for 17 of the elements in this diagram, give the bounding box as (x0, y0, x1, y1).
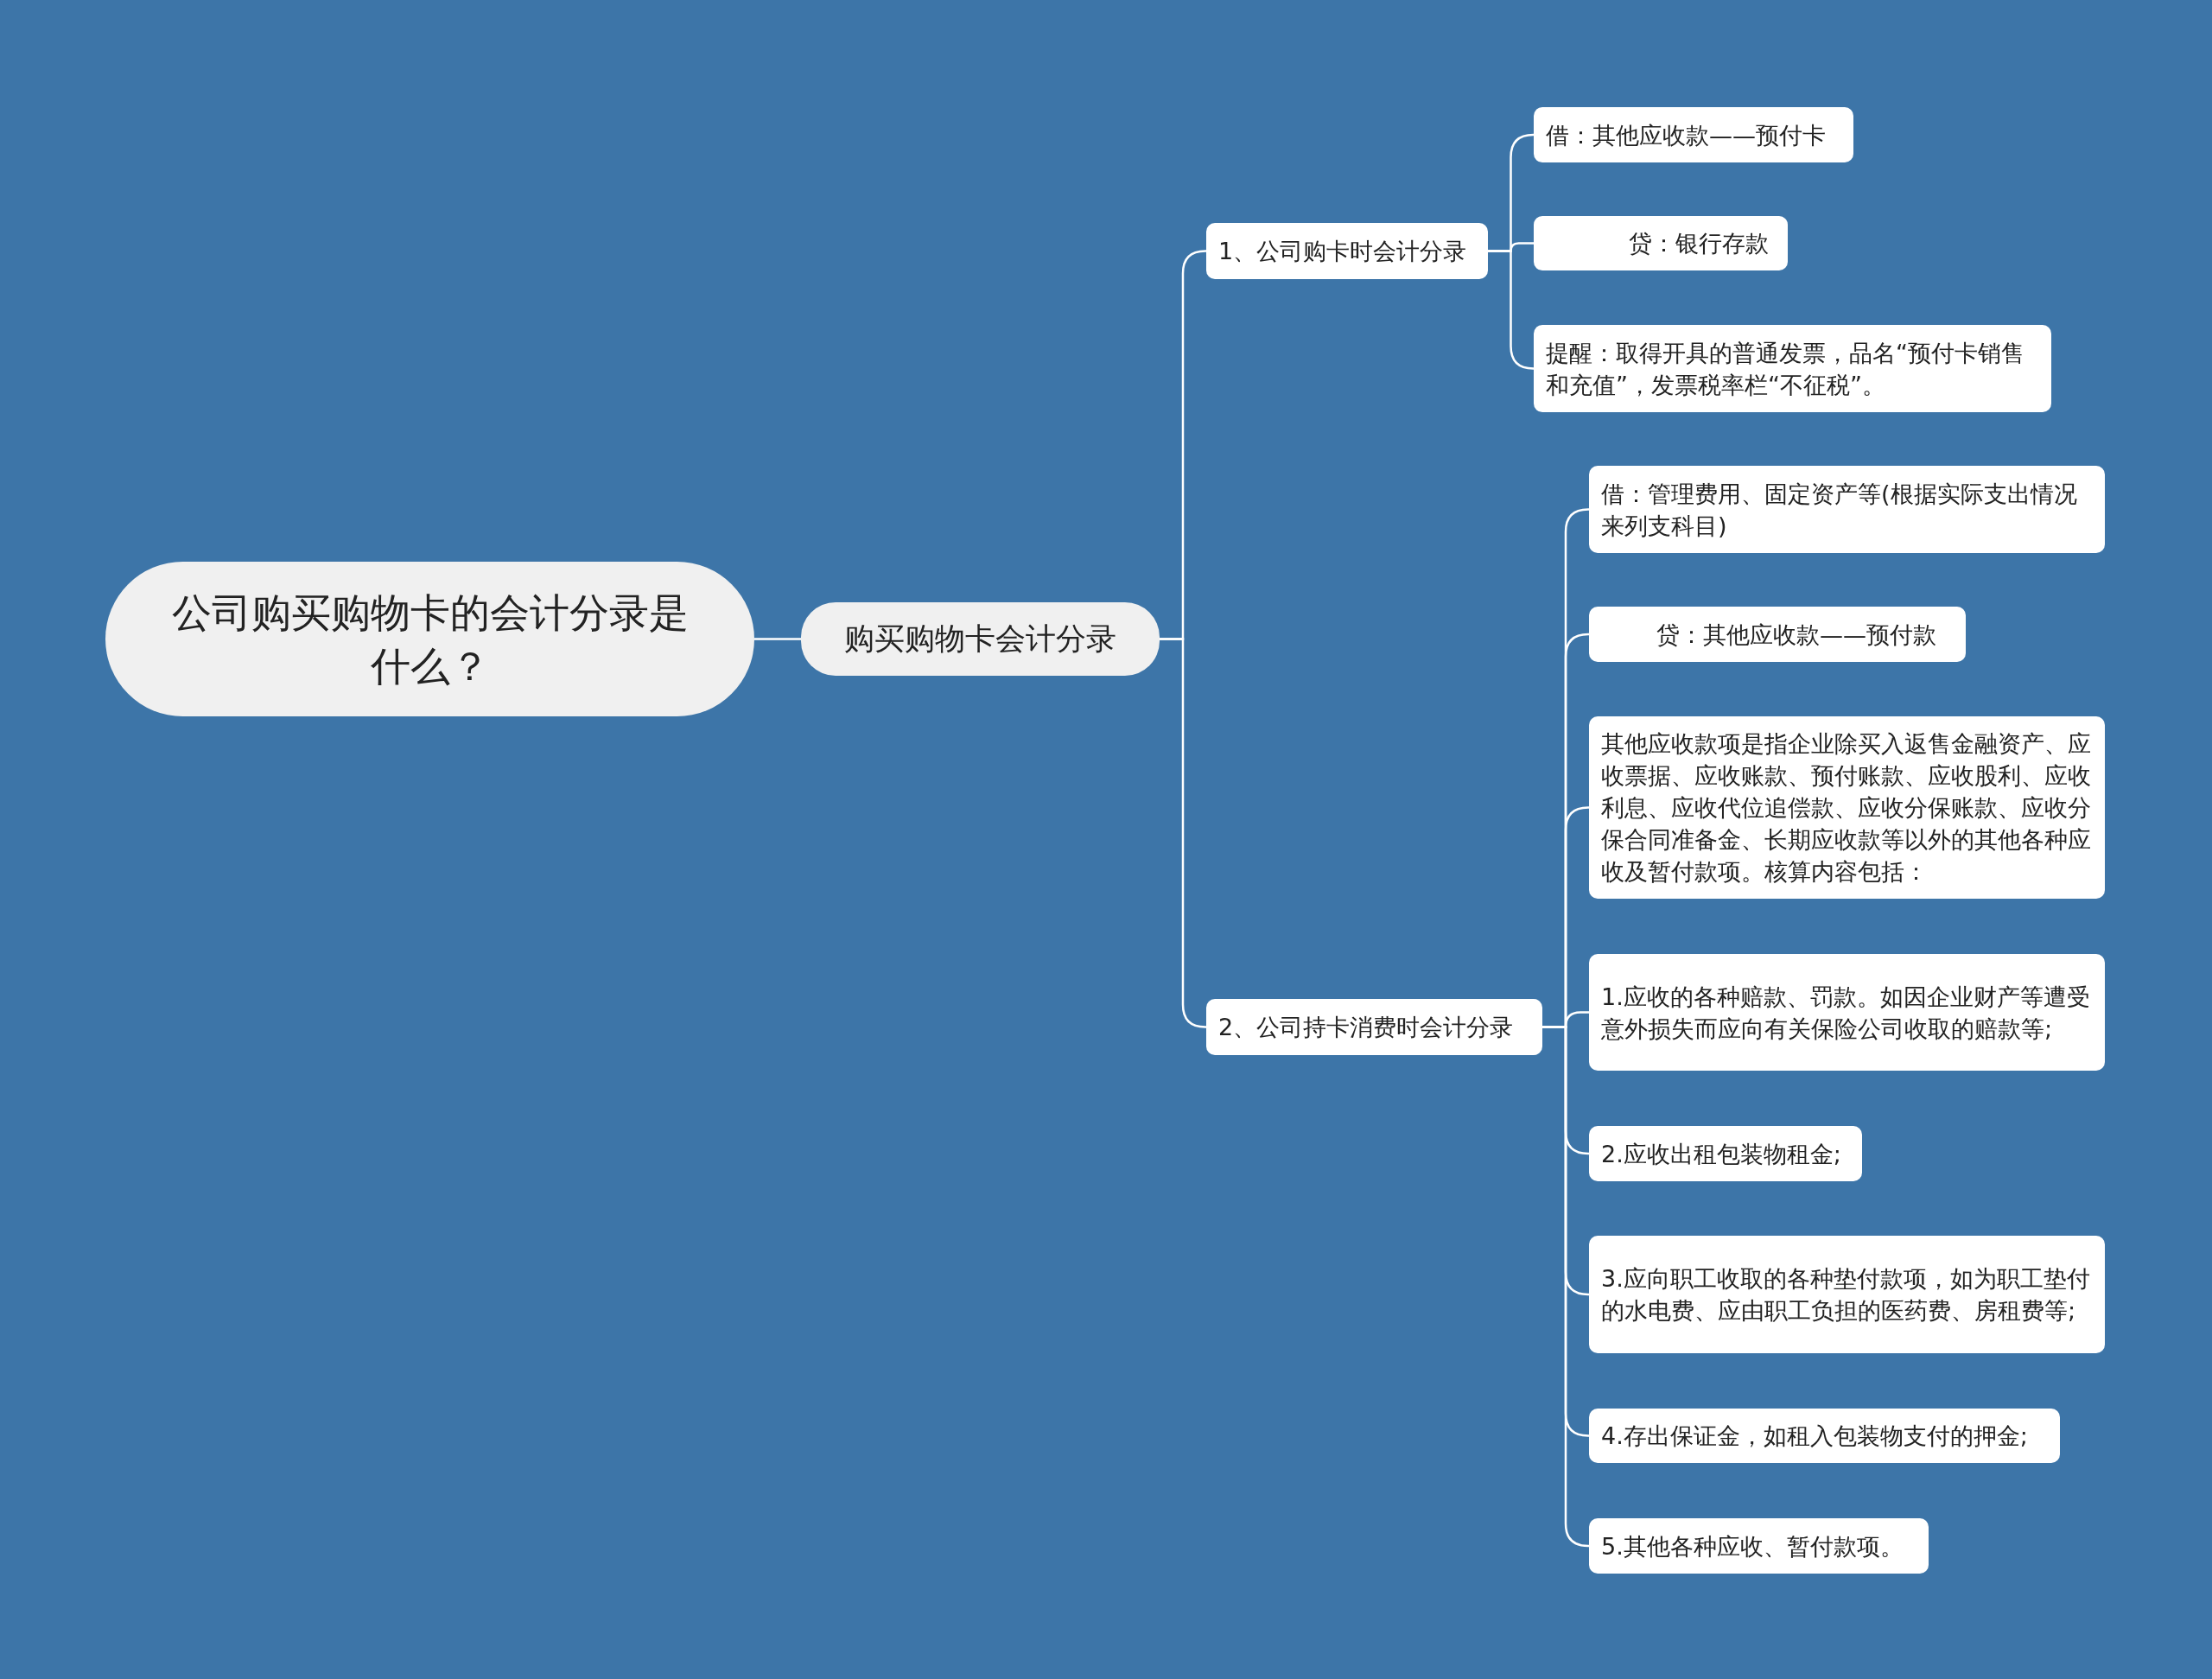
topic-bubble: 公司购买购物卡的会计分录是什么？ (105, 562, 754, 716)
connector-line (1160, 638, 1207, 1028)
text-box: 2、公司持卡消费时会计分录 (1206, 999, 1542, 1055)
connector-line (754, 638, 801, 640)
text-box: 提醒：取得开具的普通发票，品名“预付卡销售和充值”，发票税率栏“不征税”。 (1534, 325, 2051, 412)
text-box: 3.应向职工收取的各种垫付款项，如为职工垫付的水电费、应由职工负担的医药费、房租费等; (1589, 1236, 2105, 1353)
text-box: 5.其他各种应收、暂付款项。 (1589, 1518, 1929, 1574)
text-box: 贷：银行存款 (1534, 216, 1788, 270)
text-box: 1、公司购卡时会计分录 (1206, 223, 1488, 279)
text-box: 4.存出保证金，如租入包装物支付的押金; (1589, 1409, 2060, 1463)
text-box: 1.应收的各种赔款、罚款。如因企业财产等遭受意外损失而应向有关保险公司收取的赔款等; (1589, 954, 2105, 1071)
text-box: 借：其他应收款——预付卡 (1534, 107, 1853, 162)
text-box: 借：管理费用、固定资产等(根据实际支出情况来列支科目) (1589, 466, 2105, 553)
text-box: 其他应收款项是指企业除买入返售金融资产、应收票据、应收账款、预付账款、应收股利、应收利息、应收代位追偿款、应收分保账款、应收分保合同准备金、长期应收款等以外的其他各种应收及暂付款项。核算内容包括： (1589, 716, 2105, 899)
text-box: 贷：其他应收款——预付款 (1589, 607, 1966, 662)
text-box: 2.应收出租包装物租金; (1589, 1126, 1862, 1181)
branch-bubble: 购买购物卡会计分录 (801, 602, 1160, 676)
